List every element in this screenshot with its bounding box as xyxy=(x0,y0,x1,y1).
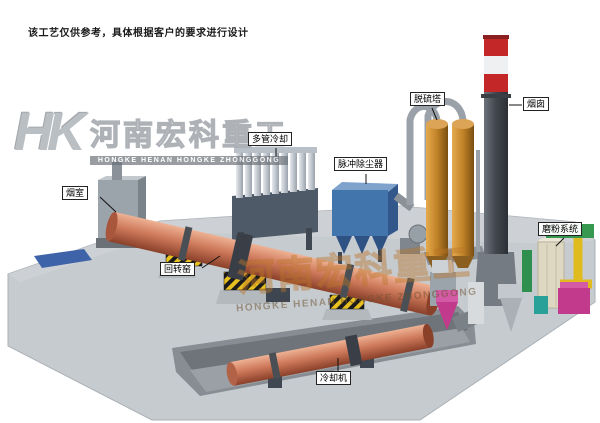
rotary-kiln xyxy=(105,211,440,316)
label-pulse-dust-collector: 脉冲除尘器 xyxy=(334,157,388,172)
label-cooling-machine: 冷却机 xyxy=(316,371,352,386)
disclaimer-text: 该工艺仅供参考，具体根据客户的要求进行设计 xyxy=(28,28,249,39)
cooling-machine xyxy=(226,324,434,386)
blue-platform-pad xyxy=(34,249,92,268)
pulse-dust-collector xyxy=(332,182,398,264)
label-smoke-chamber: 烟室 xyxy=(62,186,89,201)
chimney xyxy=(474,35,518,306)
label-leader-lines xyxy=(99,104,565,371)
label-rotary-kiln: 回转窑 xyxy=(160,262,196,277)
label-desulfurization-tower: 脱硫塔 xyxy=(410,92,446,107)
label-chimney: 烟囱 xyxy=(523,97,550,112)
label-grinding-system: 磨粉系统 xyxy=(538,222,583,237)
grinding-system xyxy=(468,224,594,332)
induced-draft-fan xyxy=(393,192,428,254)
label-multi-tube-cooling: 多管冷却 xyxy=(248,132,293,147)
